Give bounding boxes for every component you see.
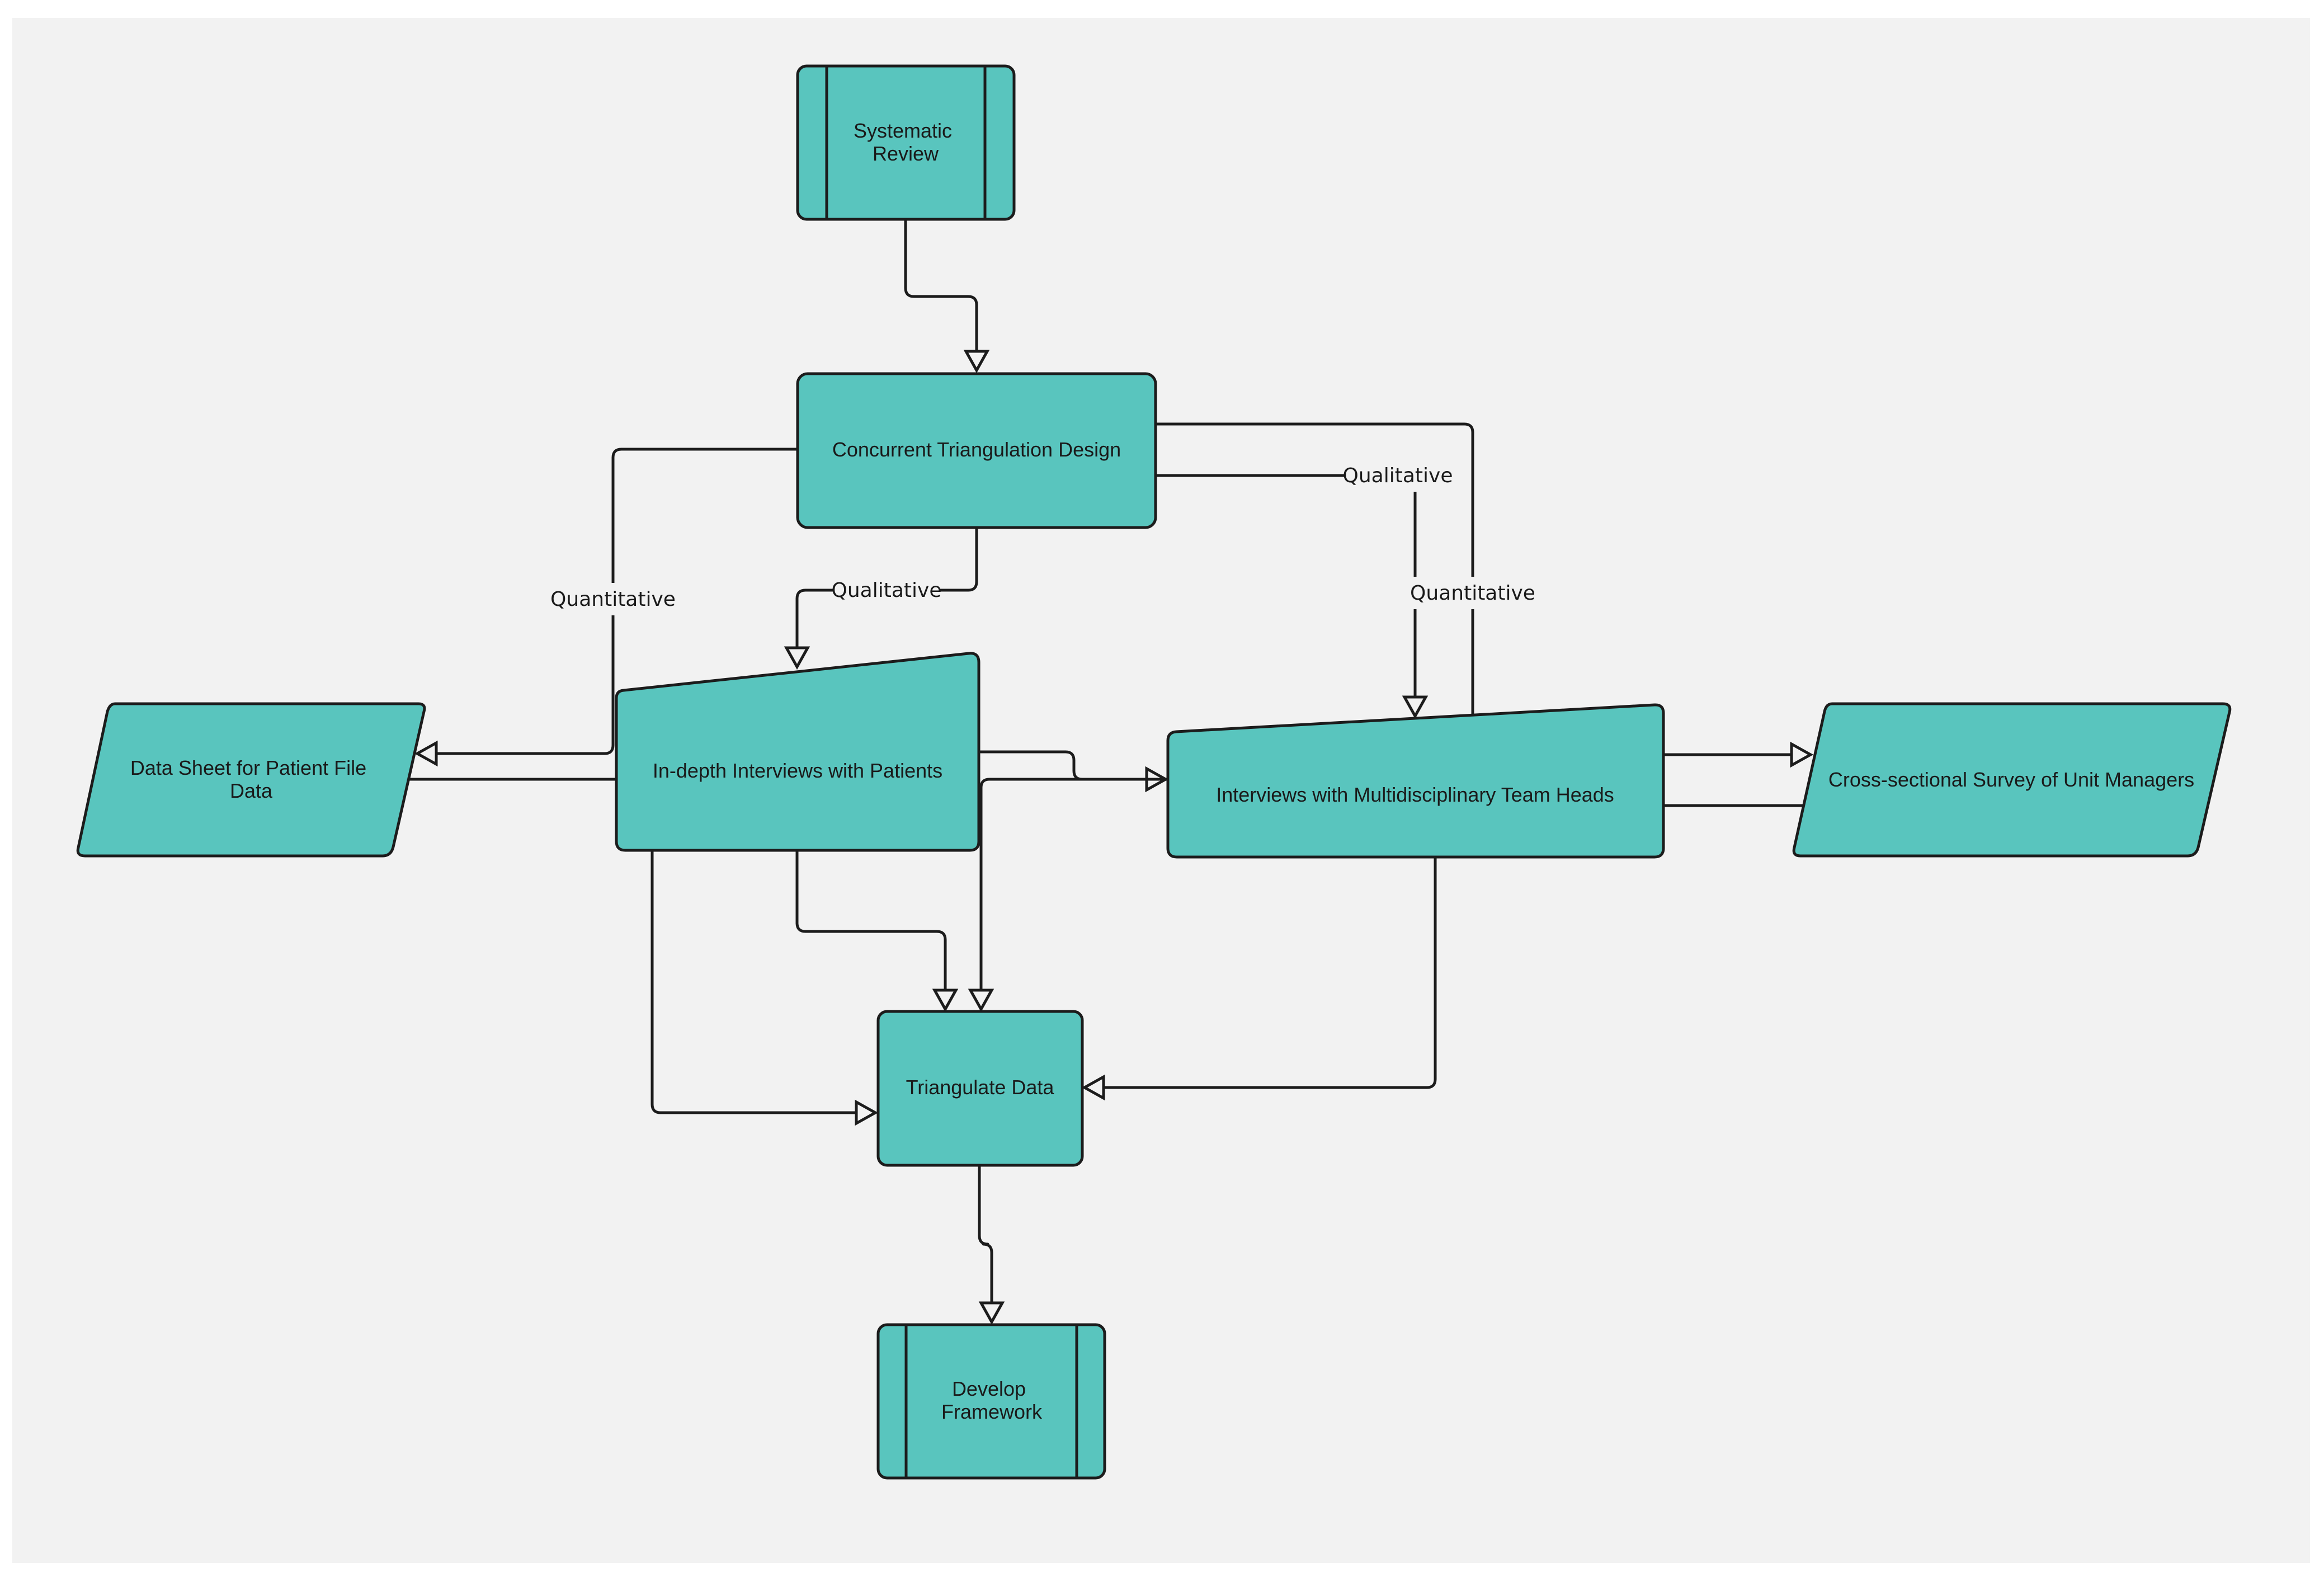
svg-text:Triangulate Data: Triangulate Data (906, 1076, 1055, 1099)
edge-label-qualitative-indepth: Qualitative (832, 574, 942, 606)
node-team-heads-interviews[interactable]: Interviews with Multidisciplinary Team H… (1166, 703, 1665, 859)
arrowhead-design-top (963, 350, 990, 374)
arrowhead-triangulate-right (1081, 1074, 1105, 1101)
edge-label-quantitative-right: Quantitative (1410, 577, 1535, 609)
edge-label-qualitative-team-heads: Qualitative (1343, 459, 1453, 492)
nodes: Systematic Review Concurrent Triangulati… (76, 64, 2232, 1480)
edge-indepth-to-triangulate (795, 849, 947, 992)
svg-text:In-depth Interviews with Patie: In-depth Interviews with Patients (653, 759, 942, 782)
arrowhead-survey (1790, 741, 1814, 768)
edge-review-to-design (904, 218, 978, 353)
svg-text:Interviews with Multidisciplin: Interviews with Multidisciplinary Team H… (1216, 783, 1614, 806)
arrowhead-framework (978, 1301, 1005, 1325)
arrowhead-team-heads (1402, 695, 1429, 719)
arrowhead-triangulate-b (968, 988, 994, 1013)
edge-labels: Quantitative Qualitative Qualitative Qua… (550, 459, 1535, 615)
svg-text:Systematic Review: Systematic Review (854, 119, 958, 165)
node-survey-unit-managers[interactable]: Cross-sectional Survey of Unit Managers (1792, 702, 2232, 858)
arrowhead-indepth (784, 646, 810, 670)
svg-text:Concurrent Triangulation Desig: Concurrent Triangulation Design (832, 438, 1121, 461)
svg-text:Develop Framework: Develop Framework (941, 1377, 1043, 1423)
svg-text:Qualitative: Qualitative (1343, 464, 1453, 487)
node-systematic-review[interactable]: Systematic Review (796, 64, 1016, 221)
edge-team-heads-to-triangulate (979, 778, 1170, 992)
arrowhead-data-sheet (414, 740, 438, 767)
node-indepth-interviews[interactable]: In-depth Interviews with Patients (615, 652, 980, 852)
arrowhead-triangulate-a (932, 988, 959, 1013)
node-concurrent-triangulation-design[interactable]: Concurrent Triangulation Design (796, 372, 1157, 529)
node-triangulate-data[interactable]: Triangulate Data (876, 1010, 1084, 1167)
node-data-sheet-patient-file[interactable]: Data Sheet for Patient File Data (76, 702, 426, 858)
edge-label-quantitative-left: Quantitative (550, 583, 676, 615)
svg-text:Qualitative: Qualitative (832, 579, 942, 602)
svg-text:Quantitative: Quantitative (550, 588, 676, 611)
node-develop-framework[interactable]: Develop Framework (876, 1323, 1106, 1480)
arrowhead-triangulate-left (855, 1099, 879, 1126)
edge-triangulate-to-framework (978, 1164, 993, 1305)
svg-text:Cross-sectional Survey of Unit: Cross-sectional Survey of Unit Managers (1828, 768, 2194, 791)
svg-text:Quantitative: Quantitative (1410, 582, 1535, 605)
svg-text:Data Sheet for Patient File: Data Sheet for Patient File Data (130, 756, 372, 802)
